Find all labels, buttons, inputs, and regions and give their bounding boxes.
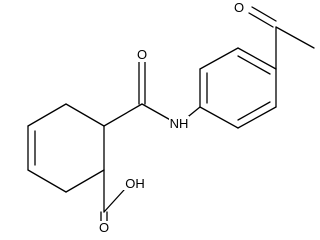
bond-benzene-3: [237, 47, 277, 70]
bond-acid-oh: [103, 189, 125, 213]
ketone-oxygen-label: O: [234, 0, 244, 15]
bond-benzene-3-inner: [237, 55, 271, 75]
atom-labels: O NH O OH O: [98, 0, 245, 235]
bond-benzene-2: [199, 47, 239, 70]
bond-ring-c5-c6: [27, 103, 67, 127]
bond-benzene-5-inner: [237, 101, 271, 121]
acid-oxygen-label: O: [99, 220, 109, 235]
amide-oxygen-label: O: [137, 47, 147, 62]
amide-nitrogen-label: NH: [170, 116, 189, 131]
bond-ketone-co-b: [251, 6, 277, 22]
bond-amide-cn: [141, 103, 175, 123]
bond-ketone-co-a: [248, 12, 274, 28]
bonds: [27, 6, 315, 223]
bond-ring-to-amide-carbon: [103, 103, 143, 127]
bond-ring-c2-c3: [65, 169, 105, 193]
bond-ring-c6-c1: [65, 103, 105, 127]
bond-benzene-6: [199, 106, 239, 129]
bond-ring-c3-c4: [27, 169, 67, 193]
bond-benzene-5: [237, 106, 277, 129]
bond-acetyl-methyl: [275, 26, 315, 49]
hydroxyl-label: OH: [125, 176, 145, 191]
